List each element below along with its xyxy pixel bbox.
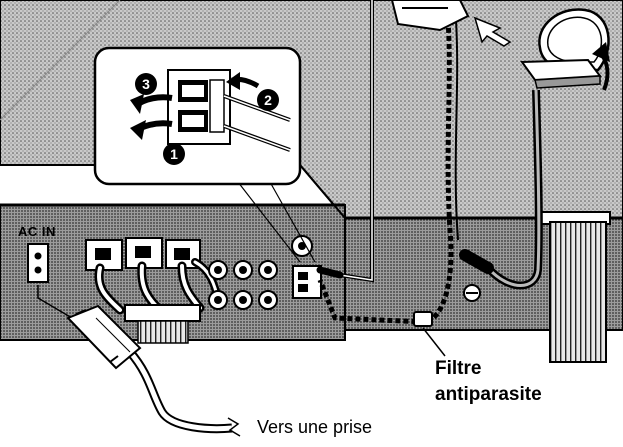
step-badge-1: 1 — [163, 143, 185, 165]
standing-antenna-cable — [459, 89, 543, 290]
am-loop-antenna-small — [390, 0, 470, 32]
speaker-terminals — [85, 237, 201, 271]
unit-top-surface — [0, 0, 623, 219]
callout-leaders — [237, 181, 316, 263]
antenna-terminals — [291, 235, 322, 299]
noise-filter-label-line2: antiparasite — [435, 384, 542, 405]
fm-antenna-lead — [316, 0, 374, 283]
inset-detail — [93, 46, 302, 186]
ribbon-connector — [124, 304, 201, 344]
step-badge-2-label: 2 — [264, 92, 272, 108]
jack-sockets — [208, 260, 278, 310]
ac-inlet — [27, 243, 49, 283]
right-ribbon-cable — [539, 211, 611, 363]
step-badge-2: 2 — [257, 89, 279, 111]
step-badge-3-label: 3 — [142, 76, 150, 92]
am-antenna-cable — [317, 19, 459, 325]
power-cord — [37, 285, 241, 437]
am-loop-antenna-standing — [520, 8, 610, 89]
placement-arrows — [473, 16, 610, 91]
step-badge-1-label: 1 — [170, 146, 178, 162]
step-badge-3: 3 — [135, 73, 157, 95]
noise-filter — [413, 311, 446, 357]
grounding-screw — [463, 284, 481, 302]
ac-in-label: AC IN — [18, 224, 56, 239]
outlet-label: Vers une prise — [257, 417, 373, 437]
noise-filter-label-line1: Filtre — [435, 358, 482, 379]
